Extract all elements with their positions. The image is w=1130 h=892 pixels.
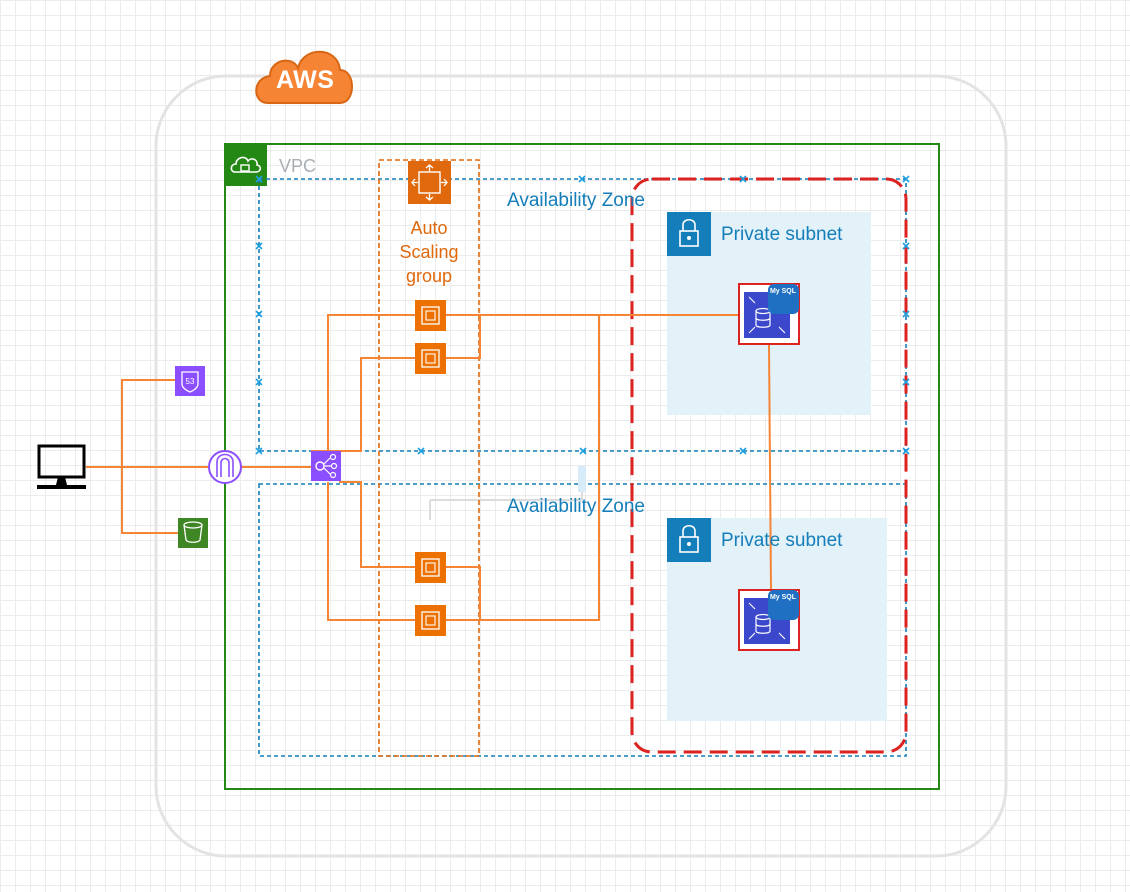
vpc-label: VPC: [279, 156, 317, 176]
internet-gateway-icon: [208, 450, 242, 484]
auto-scaling-icon: [408, 161, 451, 204]
mysql-badge: My SQL: [770, 594, 797, 601]
connection-point-markers: [255, 175, 910, 455]
ghost-connector-marker: [578, 466, 586, 492]
route53-badge: 53: [186, 377, 195, 386]
ec2-instance-icon: [415, 552, 446, 583]
availability-zone-1-label: Availability Zone: [507, 190, 646, 211]
rds-mysql-icon: My SQL: [738, 283, 800, 345]
availability-zone-2-label: Availability Zone: [507, 496, 646, 517]
private-subnet-2-label: Private subnet: [721, 530, 843, 551]
load-balancer-icon: [311, 451, 341, 481]
rds-mysql-icon: My SQL: [738, 589, 800, 651]
s3-bucket-icon: [178, 518, 208, 548]
ec2-instance-icon: [415, 605, 446, 636]
ec2-instance-icon: [415, 343, 446, 374]
route53-icon: [175, 366, 205, 396]
private-subnet-1-label: Private subnet: [721, 224, 843, 245]
ec2-instance-icon: [415, 300, 446, 331]
auto-scaling-group-label: Auto Scaling group: [399, 218, 459, 286]
aws-logo-text: AWS: [276, 66, 335, 94]
mysql-badge: My SQL: [770, 288, 797, 295]
multi-az-highlight: [630, 177, 908, 754]
desktop-computer-icon: [37, 444, 86, 489]
auto-scaling-group-boundary: [378, 159, 480, 757]
aws-logo: [255, 50, 353, 104]
padlock-icon: [667, 518, 711, 562]
padlock-icon: [667, 212, 711, 256]
